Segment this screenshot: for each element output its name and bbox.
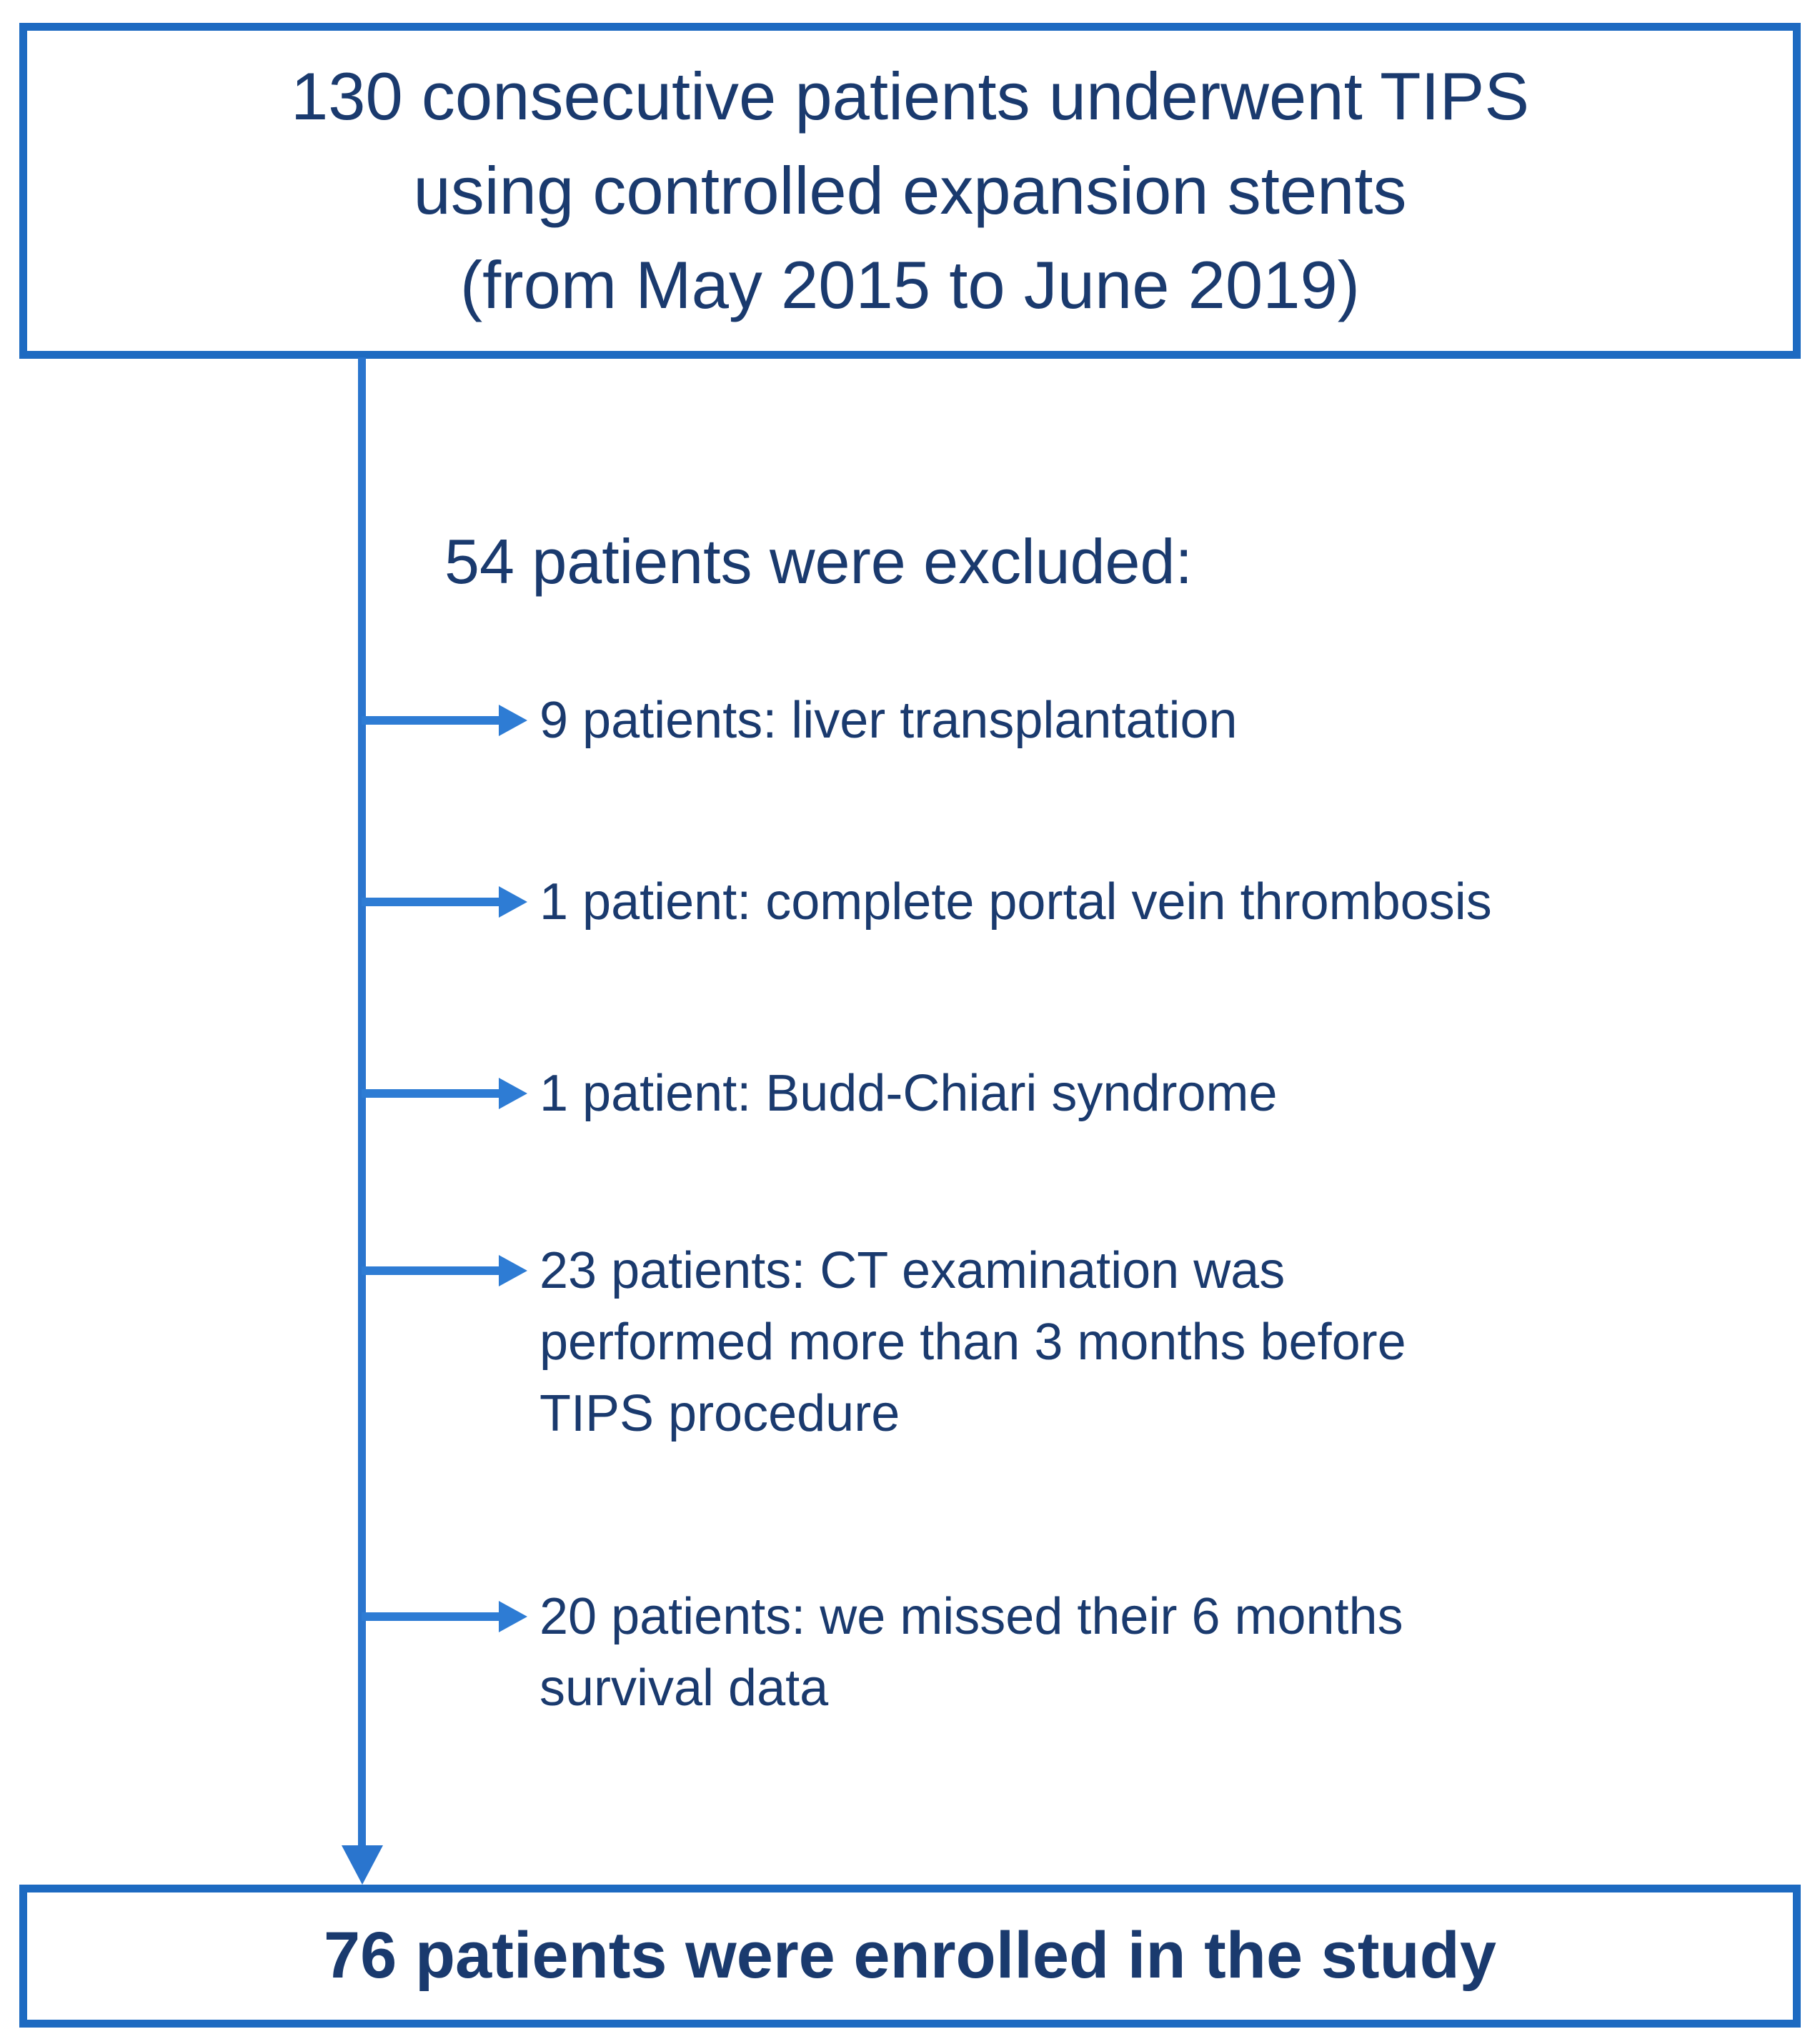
enrollment-source-box: 130 consecutive patients underwent TIPS … (19, 23, 1801, 359)
top-box-line-1: 130 consecutive patients underwent TIPS (290, 59, 1530, 134)
exclusion-item-4-line-1: 23 patients: CT examination was (539, 1242, 1286, 1299)
vertical-connector-line (358, 357, 366, 1845)
exclusion-item-1-line-1: 9 patients: liver transplantation (539, 692, 1238, 749)
top-box-line-3: (from May 2015 to June 2019) (459, 247, 1361, 322)
enrolled-box-text: 76 patients were enrolled in the study (323, 1919, 1497, 1993)
right-arrow-icon (362, 1601, 527, 1632)
exclusion-item-3-line-1: 1 patient: Budd-Chiari syndrome (539, 1065, 1278, 1122)
enrolled-box: 76 patients were enrolled in the study (19, 1885, 1801, 2028)
exclusion-item-3: 1 patient: Budd-Chiari syndrome (539, 1058, 1278, 1129)
exclusion-item-2: 1 patient: complete portal vein thrombos… (539, 866, 1492, 938)
excluded-heading: 54 patients were excluded: (444, 526, 1193, 597)
exclusion-item-4-line-2: performed more than 3 months before (539, 1314, 1406, 1371)
right-arrow-icon (362, 1078, 527, 1109)
right-arrow-icon (362, 705, 527, 736)
exclusion-item-4: 23 patients: CT examination was performe… (539, 1235, 1406, 1449)
exclusion-item-5: 20 patients: we missed their 6 months su… (539, 1581, 1403, 1724)
exclusion-item-5-line-1: 20 patients: we missed their 6 months (539, 1588, 1403, 1645)
exclusion-item-1: 9 patients: liver transplantation (539, 685, 1238, 756)
right-arrow-icon (362, 886, 527, 918)
top-box-line-2: using controlled expansion stents (413, 153, 1407, 228)
exclusion-item-4-line-3: TIPS procedure (539, 1385, 900, 1442)
exclusion-item-2-line-1: 1 patient: complete portal vein thrombos… (539, 873, 1492, 931)
exclusion-item-5-line-2: survival data (539, 1659, 829, 1717)
down-arrowhead-icon (342, 1845, 383, 1885)
right-arrow-icon (362, 1255, 527, 1286)
